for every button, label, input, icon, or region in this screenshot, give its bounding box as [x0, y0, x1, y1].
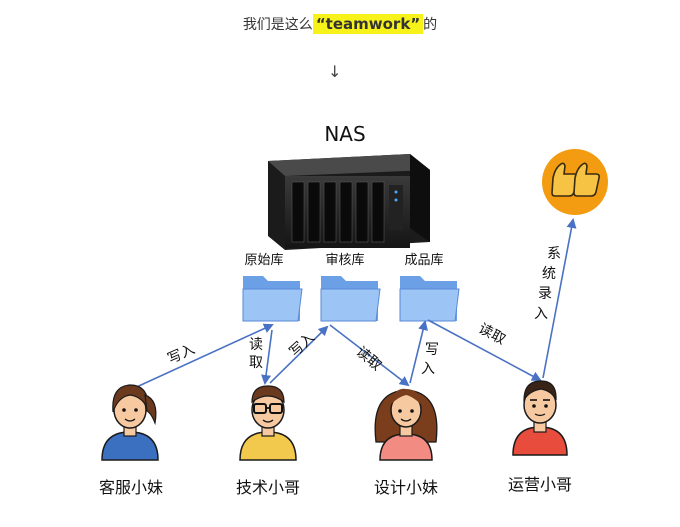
arrow-label-design-write-1: 写 [425, 342, 439, 358]
avatar-ops-guy [512, 380, 568, 456]
arrow-label-record-4: 入 [534, 306, 548, 322]
arrow-ops-record [542, 218, 577, 379]
avatar-cs-girl [101, 384, 159, 461]
header-line: 我们是这么“teamwork”的 [0, 14, 680, 34]
person-label-ops: 运营小哥 [508, 475, 572, 494]
person-label-tech: 技术小哥 [236, 478, 300, 497]
arrow-ops-read [427, 319, 542, 381]
arrow-tech-read [261, 329, 273, 385]
folder-final-icon[interactable] [399, 276, 460, 322]
person-label-cs: 客服小妹 [99, 478, 163, 497]
folder-label-final: 成品库 [404, 252, 443, 268]
folder-label-review: 审核库 [325, 252, 364, 268]
arrow-label-tech-read-2: 取 [249, 355, 263, 371]
header-prefix: 我们是这么 [242, 17, 313, 33]
arrow-label-record-3: 录 [538, 286, 552, 302]
arrow-design-write [409, 320, 428, 384]
arrow-label-record-2: 统 [542, 266, 556, 282]
quote-open: “ [315, 15, 326, 33]
folder-label-raw: 原始库 [244, 252, 283, 268]
arrow-cs-write [129, 323, 274, 391]
arrow-label-tech-write: 写入 [287, 330, 319, 361]
avatar-designer-girl [374, 388, 438, 461]
arrow-tech-write [269, 325, 329, 384]
arrow-label-ops-read: 读取 [476, 320, 509, 348]
arrow-label-cs-write: 写入 [165, 341, 197, 367]
header-suffix: 的 [423, 17, 438, 33]
down-arrow-icon: ↓ [328, 62, 342, 81]
arrow-design-read [329, 324, 410, 387]
quote-close: ” [410, 15, 421, 33]
avatar-tech-guy [239, 385, 297, 461]
nas-device-icon [268, 154, 430, 250]
keyword-highlight: “teamwork” [312, 14, 424, 34]
arrow-label-design-read: 读取 [353, 343, 385, 374]
keyword-text: teamwork [325, 15, 411, 33]
folder-raw-icon[interactable] [242, 276, 303, 322]
nas-title: NAS [324, 122, 365, 146]
arrow-label-record-1: 系 [547, 246, 561, 262]
folder-review-icon[interactable] [320, 276, 381, 322]
thumbs-up-icon [542, 149, 608, 215]
person-label-designer: 设计小妹 [374, 478, 438, 497]
arrow-label-design-write-2: 入 [421, 361, 435, 377]
arrow-label-tech-read-1: 读 [249, 336, 263, 353]
